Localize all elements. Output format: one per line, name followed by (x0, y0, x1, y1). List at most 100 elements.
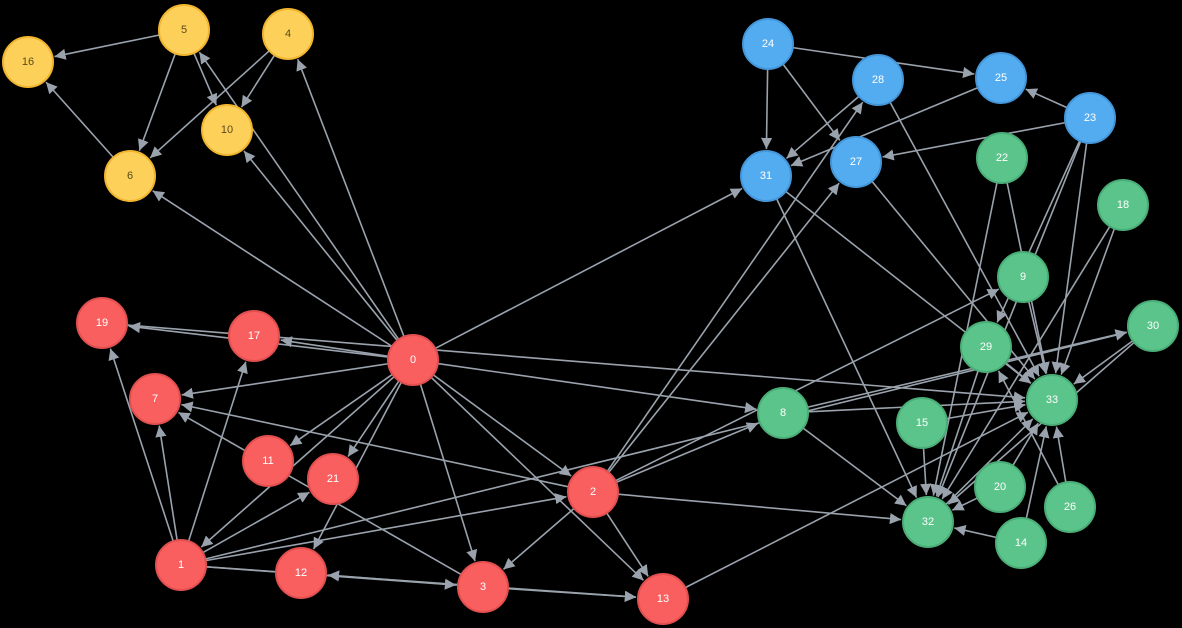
graph-node-18[interactable]: 18 (1097, 179, 1149, 231)
node-circle[interactable] (1026, 374, 1078, 426)
graph-node-8[interactable]: 8 (757, 387, 809, 439)
node-circle[interactable] (307, 453, 359, 505)
edge-0-13 (430, 376, 645, 581)
graph-node-28[interactable]: 28 (852, 54, 904, 106)
node-label: 26 (1064, 501, 1076, 513)
graph-node-19[interactable]: 19 (76, 297, 128, 349)
graph-node-26[interactable]: 26 (1044, 481, 1096, 533)
node-circle[interactable] (976, 132, 1028, 184)
node-label: 9 (1020, 271, 1026, 283)
edge-0-10 (243, 150, 398, 342)
node-circle[interactable] (960, 321, 1012, 373)
node-circle[interactable] (740, 150, 792, 202)
edge-1-21 (202, 491, 310, 554)
graph-node-32[interactable]: 32 (902, 496, 954, 548)
node-label: 11 (262, 455, 273, 467)
graph-node-15[interactable]: 15 (896, 397, 948, 449)
node-label: 20 (994, 481, 1006, 493)
node-circle[interactable] (852, 54, 904, 106)
graph-node-29[interactable]: 29 (960, 321, 1012, 373)
edge-0-5 (198, 51, 400, 340)
node-circle[interactable] (975, 52, 1027, 104)
edge-32-33 (945, 418, 1034, 506)
node-circle[interactable] (902, 496, 954, 548)
graph-node-33[interactable]: 33 (1026, 374, 1078, 426)
node-circle[interactable] (1127, 300, 1179, 352)
node-label: 16 (22, 56, 34, 68)
graph-node-13[interactable]: 13 (637, 573, 689, 625)
edge-0-4 (296, 58, 405, 337)
graph-node-0[interactable]: 0 (387, 334, 439, 386)
edge-1-2 (205, 493, 567, 562)
node-circle[interactable] (997, 251, 1049, 303)
edge-0-7 (181, 362, 389, 399)
graph-node-23[interactable]: 23 (1064, 92, 1116, 144)
node-circle[interactable] (104, 150, 156, 202)
node-circle[interactable] (275, 547, 327, 599)
node-circle[interactable] (387, 334, 439, 386)
node-label: 4 (285, 28, 291, 40)
graph-node-25[interactable]: 25 (975, 52, 1027, 104)
edge-23-33 (1051, 142, 1088, 374)
node-circle[interactable] (158, 4, 210, 56)
node-circle[interactable] (1064, 92, 1116, 144)
graph-node-16[interactable]: 16 (2, 36, 54, 88)
node-circle[interactable] (129, 373, 181, 425)
graph-node-4[interactable]: 4 (262, 8, 314, 60)
graph-node-11[interactable]: 11 (242, 435, 294, 487)
node-circle[interactable] (457, 561, 509, 613)
node-circle[interactable] (742, 18, 794, 70)
node-circle[interactable] (1044, 481, 1096, 533)
graph-node-20[interactable]: 20 (974, 461, 1026, 513)
node-circle[interactable] (228, 310, 280, 362)
graph-node-9[interactable]: 9 (997, 251, 1049, 303)
edge-layer (45, 34, 1135, 603)
edge-20-32 (951, 497, 978, 511)
graph-node-6[interactable]: 6 (104, 150, 156, 202)
node-label: 13 (657, 593, 669, 605)
graph-node-12[interactable]: 12 (275, 547, 327, 599)
node-circle[interactable] (201, 104, 253, 156)
node-label: 33 (1046, 394, 1058, 406)
graph-node-24[interactable]: 24 (742, 18, 794, 70)
graph-node-5[interactable]: 5 (158, 4, 210, 56)
node-circle[interactable] (974, 461, 1026, 513)
node-circle[interactable] (2, 36, 54, 88)
graph-node-7[interactable]: 7 (129, 373, 181, 425)
node-circle[interactable] (1097, 179, 1149, 231)
node-circle[interactable] (567, 466, 619, 518)
node-circle[interactable] (242, 435, 294, 487)
graph-node-2[interactable]: 2 (567, 466, 619, 518)
node-circle[interactable] (637, 573, 689, 625)
node-label: 8 (780, 407, 786, 419)
node-circle[interactable] (262, 8, 314, 60)
graph-node-21[interactable]: 21 (307, 453, 359, 505)
node-circle[interactable] (155, 539, 207, 591)
node-circle[interactable] (896, 397, 948, 449)
node-label: 29 (980, 341, 992, 353)
edge-28-33 (889, 101, 1040, 377)
graph-node-17[interactable]: 17 (228, 310, 280, 362)
graph-node-1[interactable]: 1 (155, 539, 207, 591)
node-label: 18 (1117, 199, 1129, 211)
graph-node-3[interactable]: 3 (457, 561, 509, 613)
graph-node-30[interactable]: 30 (1127, 300, 1179, 352)
edge-2-28 (606, 101, 864, 472)
graph-node-22[interactable]: 22 (976, 132, 1028, 184)
edge-1-17 (187, 361, 248, 542)
edge-4-10 (240, 54, 276, 108)
edge-2-3 (502, 507, 575, 570)
edge-0-17 (280, 336, 389, 358)
graph-node-31[interactable]: 31 (740, 150, 792, 202)
edge-0-21 (347, 380, 400, 458)
graph-node-10[interactable]: 10 (201, 104, 253, 156)
node-circle[interactable] (830, 136, 882, 188)
node-label: 28 (872, 74, 884, 86)
node-circle[interactable] (995, 517, 1047, 569)
node-circle[interactable] (757, 387, 809, 439)
graph-node-14[interactable]: 14 (995, 517, 1047, 569)
node-circle[interactable] (76, 297, 128, 349)
edge-2-7 (181, 401, 569, 488)
graph-node-27[interactable]: 27 (830, 136, 882, 188)
edge-5-10 (193, 52, 218, 106)
